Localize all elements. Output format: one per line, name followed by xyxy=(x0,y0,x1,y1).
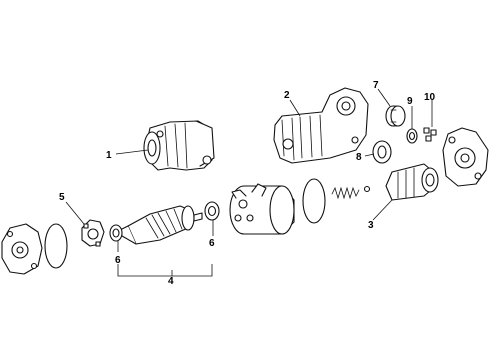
callout-labels: 1 2 3 4 5 6 6 7 8 9 10 xyxy=(59,80,436,287)
steel-ball xyxy=(363,185,371,193)
callout-8: 8 xyxy=(356,152,362,163)
callout-7: 7 xyxy=(373,80,379,91)
callout-5: 5 xyxy=(59,192,65,203)
callout-2: 2 xyxy=(284,90,290,101)
o-ring-small xyxy=(44,223,68,269)
pinion-gear xyxy=(385,105,406,127)
bearing-front xyxy=(109,224,123,242)
brush-holder xyxy=(81,219,105,247)
return-spring xyxy=(331,186,360,200)
callout-6-right: 6 xyxy=(209,238,215,249)
armature xyxy=(119,205,203,245)
bearing-rear xyxy=(204,201,220,221)
drive-housing xyxy=(273,87,369,164)
drive-end-frame xyxy=(442,127,489,187)
yoke-assembly xyxy=(229,183,295,235)
retainer-clips xyxy=(423,127,437,142)
starter-assembly xyxy=(143,120,215,171)
callout-9: 9 xyxy=(407,96,413,107)
clutch-collar xyxy=(372,140,392,164)
overrunning-clutch xyxy=(385,163,439,201)
leader-lines xyxy=(65,88,433,277)
callout-1: 1 xyxy=(106,150,112,161)
callout-3: 3 xyxy=(368,220,374,231)
o-ring-large xyxy=(302,178,326,224)
callout-10: 10 xyxy=(424,92,436,103)
bearing xyxy=(406,128,418,144)
callout-4: 4 xyxy=(168,276,174,287)
callout-6-left: 6 xyxy=(115,255,121,266)
commutator-end-frame xyxy=(1,223,43,275)
